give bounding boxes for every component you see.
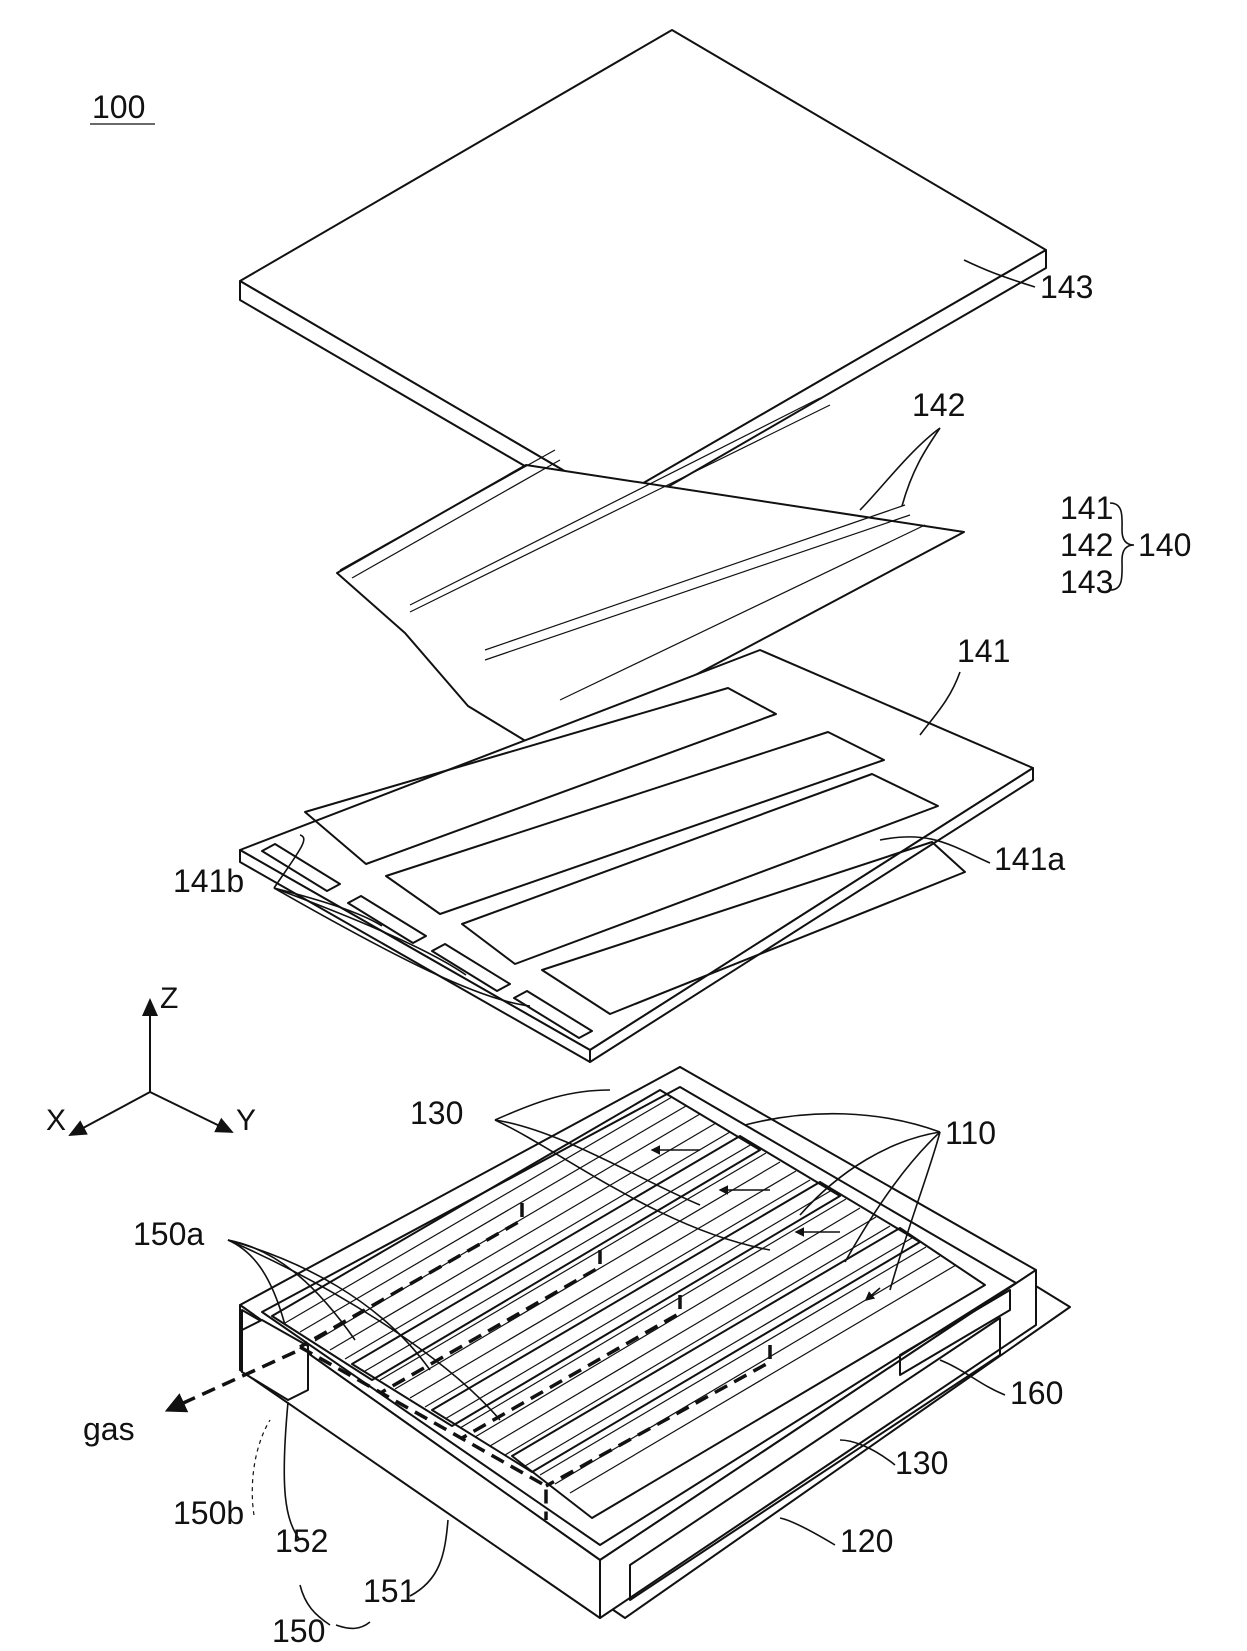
axis-x-label: X [46, 1104, 66, 1137]
label-150a: 150a [133, 1216, 204, 1252]
figure-ref-number: 100 [92, 89, 145, 125]
legend-member-141: 141 [1060, 490, 1113, 526]
spacer-frame-141 [240, 650, 1033, 1062]
group-legend-140: 141 142 143 140 [1060, 490, 1191, 600]
label-141a: 141a [994, 841, 1065, 877]
legend-member-142: 142 [1060, 527, 1113, 563]
label-130-top: 130 [410, 1095, 463, 1131]
label-143: 143 [1040, 269, 1093, 305]
label-150: 150 [272, 1613, 325, 1649]
label-142: 142 [912, 387, 965, 423]
axis-z-label: Z [160, 982, 178, 1015]
label-141b: 141b [173, 863, 244, 899]
cover-plate-143 [240, 30, 1046, 518]
label-160: 160 [1010, 1375, 1063, 1411]
label-130-bottom: 130 [895, 1445, 948, 1481]
axis-y-label: Y [236, 1104, 256, 1137]
label-151: 151 [363, 1573, 416, 1609]
label-gas: gas [83, 1411, 135, 1447]
legend-group-140: 140 [1138, 527, 1191, 563]
label-110: 110 [945, 1115, 996, 1151]
coordinate-axes: Z X Y [46, 982, 256, 1137]
label-150b: 150b [173, 1495, 244, 1531]
label-120: 120 [840, 1523, 893, 1559]
figure-reference: 100 [90, 89, 155, 125]
label-152: 152 [275, 1523, 328, 1559]
legend-member-143: 143 [1060, 564, 1113, 600]
label-141: 141 [957, 633, 1010, 669]
